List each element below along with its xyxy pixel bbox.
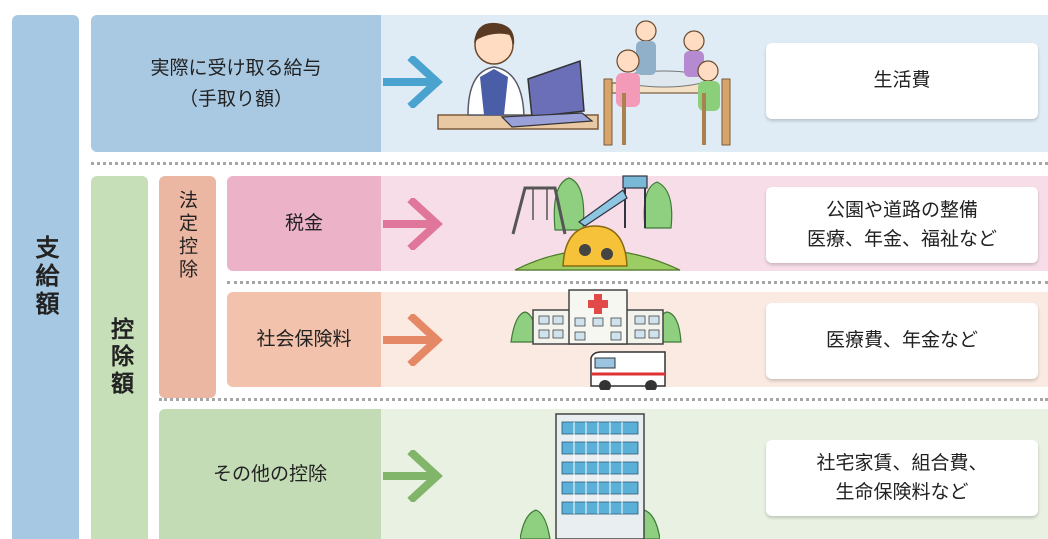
other-deductions-label: その他の控除: [212, 462, 327, 485]
deduction-column: 控除額: [91, 176, 148, 539]
tax-label-box: 税金: [227, 176, 381, 271]
take-home-label: 実際に受け取る給与 （手取り額）: [150, 57, 322, 110]
gross-pay-column: 支給額: [12, 15, 79, 539]
tax-destination: 公園や道路の整備 医療、年金、福祉など: [766, 187, 1038, 263]
statutory-deduction-label: 法定控除: [176, 190, 198, 282]
arrow-right-icon: [383, 198, 443, 250]
divider: [91, 162, 1048, 165]
divider: [227, 281, 1048, 284]
deduction-label: 控除額: [106, 317, 133, 398]
social-insurance-label-box: 社会保険料: [227, 292, 381, 387]
social-insurance-label: 社会保険料: [256, 328, 352, 351]
social-insurance-destination: 医療費、年金など: [766, 303, 1038, 379]
other-deductions-destination: 社宅家賃、組合費、 生命保険料など: [766, 440, 1038, 516]
divider: [159, 398, 1048, 401]
park-playground-illustration: [511, 175, 681, 271]
take-home-label-box: 実際に受け取る給与 （手取り額）: [91, 15, 381, 152]
office-worker-family-illustration: [437, 20, 731, 146]
apartment-building-illustration: [520, 413, 660, 539]
tax-label: 税金: [284, 212, 323, 235]
statutory-deduction-column: 法定控除: [159, 176, 216, 398]
arrow-right-icon: [383, 314, 443, 366]
take-home-destination: 生活費: [766, 43, 1038, 119]
arrow-right-icon: [383, 450, 443, 502]
arrow-right-icon: [383, 56, 443, 108]
other-deductions-label-box: その他の控除: [159, 409, 381, 539]
hospital-ambulance-illustration: [510, 289, 682, 390]
gross-pay-label: 支給額: [31, 235, 59, 319]
